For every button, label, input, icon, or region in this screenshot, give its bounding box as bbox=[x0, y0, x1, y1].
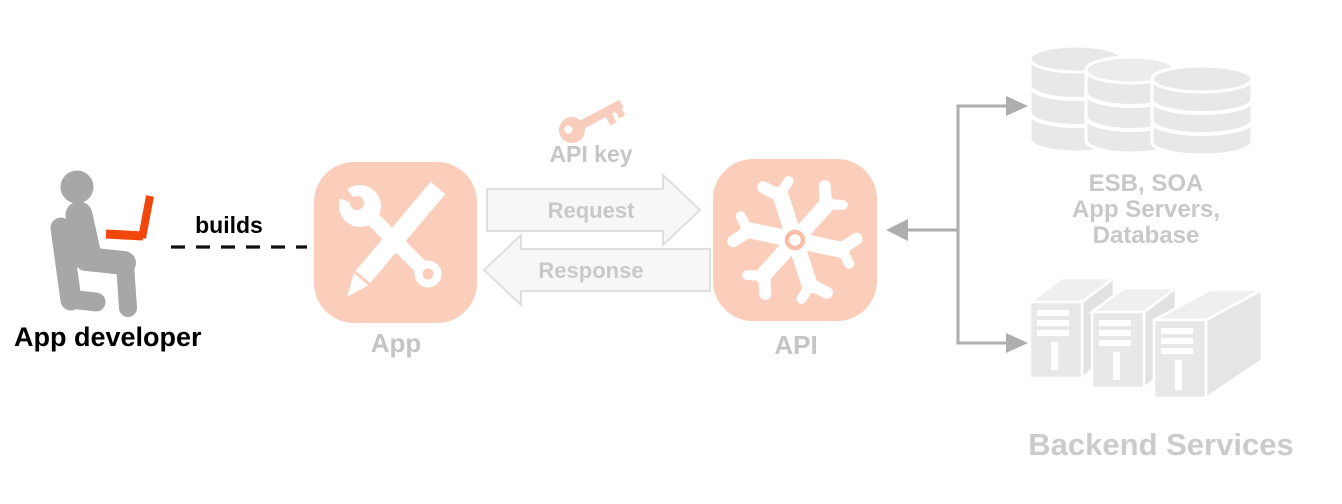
response-arrow bbox=[482, 232, 711, 308]
arrowhead-icon bbox=[886, 219, 908, 241]
person-icon bbox=[50, 170, 137, 317]
wrench-pencil-icon bbox=[322, 170, 446, 297]
laptop-icon bbox=[105, 195, 154, 241]
database-cylinder bbox=[1150, 64, 1254, 157]
esb-line-3: Database bbox=[1092, 222, 1200, 249]
esb-soa-label: ESB, SOA App Servers, Database bbox=[1072, 171, 1220, 249]
app-label: App bbox=[370, 328, 422, 358]
key-icon bbox=[559, 99, 626, 143]
esb-line-1: ESB, SOA bbox=[1088, 170, 1204, 197]
servers-icon bbox=[1026, 275, 1264, 401]
server-tower bbox=[1152, 287, 1264, 401]
api-key-label: API key bbox=[549, 141, 633, 167]
request-arrow bbox=[486, 172, 702, 248]
app-developer-label: App developer bbox=[14, 322, 202, 352]
app-icon bbox=[314, 162, 477, 323]
builds-label: builds bbox=[195, 212, 263, 238]
asterisk-icon bbox=[727, 176, 863, 304]
api-label: API bbox=[774, 330, 818, 360]
arrowhead-icon bbox=[1006, 333, 1028, 353]
databases-icon bbox=[1028, 44, 1254, 157]
request-arrow-label: Request bbox=[547, 198, 635, 223]
api-icon bbox=[713, 159, 877, 321]
backend-services-label: Backend Services bbox=[1028, 427, 1294, 462]
response-arrow-label: Response bbox=[538, 258, 644, 283]
arrowhead-icon bbox=[1006, 96, 1028, 116]
esb-line-2: App Servers, bbox=[1071, 196, 1221, 223]
connector-lines bbox=[906, 104, 1008, 345]
